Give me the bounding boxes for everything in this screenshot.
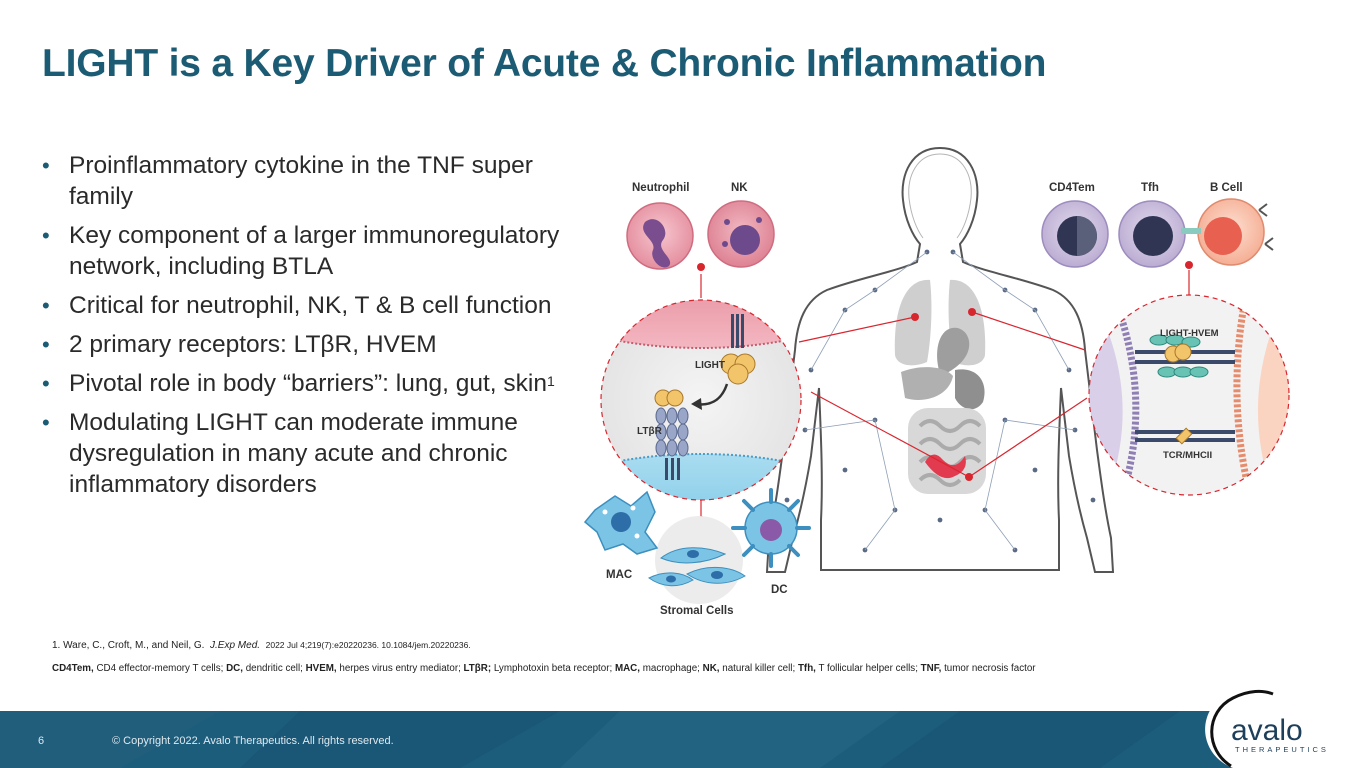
bullet-item: •Key component of a larger immunoregulat… (42, 222, 560, 280)
neutrophil-label: Neutrophil (632, 182, 690, 194)
bullet-dot-icon: • (42, 153, 50, 178)
tcr-mhcii-label: TCR/MHCII (1163, 450, 1212, 461)
light-inflammation-diagram: LIGHT LTβR LIGHT-HVEM TCR/MHCII (583, 146, 1290, 617)
tfh-label: Tfh (1141, 182, 1159, 194)
avalo-logo: avalo THERAPEUTICS (1205, 686, 1365, 768)
b-cell-icon (1181, 198, 1274, 266)
bullet-dot-icon: • (42, 410, 50, 435)
light-hvem-label: LIGHT-HVEM (1160, 328, 1219, 339)
bullet-dot-icon: • (42, 371, 50, 396)
footer-pattern (0, 711, 1180, 768)
connector-lines (798, 311, 1088, 478)
page-number: 6 (38, 735, 45, 747)
dendritic-cell-icon (731, 488, 811, 568)
slide-title: LIGHT is a Key Driver of Acute & Chronic… (42, 42, 1047, 85)
human-body-icon (765, 146, 1115, 573)
stromal-cells-icon (648, 547, 746, 587)
reference-footnote: 1. Ware, C., Croft, M., and Neil, G. J.E… (52, 640, 471, 651)
bullet-item: •Proinflammatory cytokine in the TNF sup… (42, 152, 533, 210)
logo-subtitle: THERAPEUTICS (1235, 745, 1329, 754)
bullet-dot-icon: • (42, 293, 50, 318)
logo-wordmark: avalo (1231, 714, 1303, 747)
bullet-list: •Proinflammatory cytokine in the TNF sup… (42, 150, 602, 508)
dc-label: DC (771, 584, 788, 596)
cd4tem-label: CD4Tem (1049, 182, 1095, 194)
footer-bar: 6 © Copyright 2022. Avalo Therapeutics. … (0, 711, 1365, 768)
light-hvem-inset: LIGHT-HVEM TCR/MHCII (1088, 294, 1290, 496)
bullet-item: •Modulating LIGHT can moderate immune dy… (42, 409, 518, 498)
light-label: LIGHT (695, 360, 725, 371)
neutrophil-cell-icon (626, 202, 694, 270)
bullet-dot-icon: • (42, 223, 50, 248)
nk-cell-icon (707, 200, 775, 268)
bullet-item: •2 primary receptors: LTβR, HVEM (42, 331, 437, 358)
footnote-marker: 1 (546, 373, 555, 389)
cd4tem-cell-icon (1041, 200, 1109, 268)
tfh-cell-icon (1118, 200, 1186, 268)
b-cell-label: B Cell (1210, 182, 1243, 194)
organ-markers (911, 308, 976, 481)
bullet-dot-icon: • (42, 332, 50, 357)
ltbr-label: LTβR (637, 426, 663, 437)
stromal-cells-label: Stromal Cells (660, 605, 734, 617)
macrophage-cell-icon (583, 490, 659, 555)
bullet-item: •Pivotal role in body “barriers”: lung, … (42, 370, 555, 397)
mac-label: MAC (606, 569, 632, 581)
bullet-item: •Critical for neutrophil, NK, T & B cell… (42, 292, 552, 319)
copyright-text: © Copyright 2022. Avalo Therapeutics. Al… (112, 735, 394, 747)
abbreviations-footnote: CD4Tem, CD4 effector-memory T cells; DC,… (52, 663, 1036, 674)
nk-label: NK (731, 182, 748, 194)
